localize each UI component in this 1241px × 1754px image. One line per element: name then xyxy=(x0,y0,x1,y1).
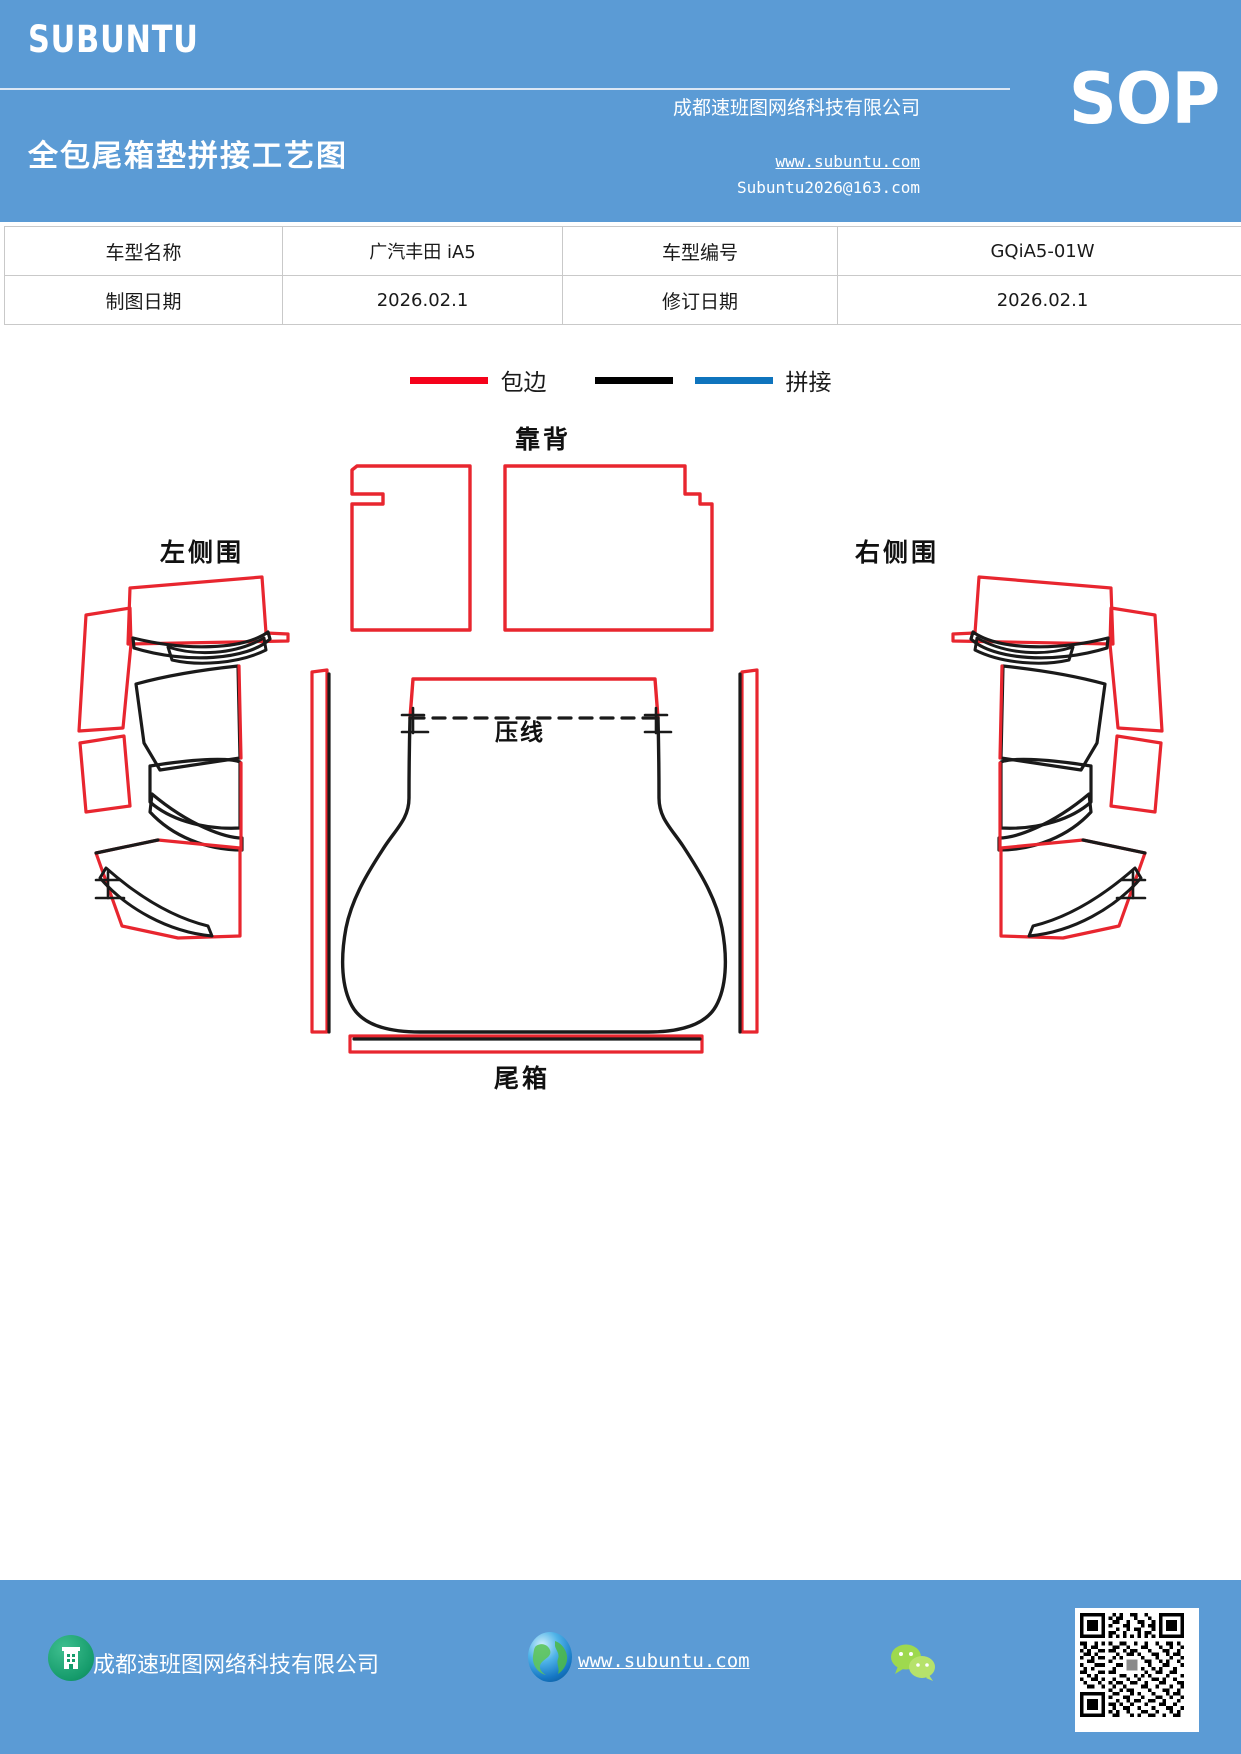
page-header: SUBUNTU 全包尾箱垫拼接工艺图 成都速班图网络科技有限公司 www.sub… xyxy=(0,0,1241,222)
left-piece-top xyxy=(126,575,290,646)
globe-glyph xyxy=(532,1641,568,1675)
vehicle-info-table: 车型名称 广汽丰田 iA5 车型编号 GQiA5-01W 制图日期 2026.0… xyxy=(4,226,1241,325)
label-model-code: 车型编号 xyxy=(562,226,838,276)
right-splice-tongue xyxy=(973,636,1075,665)
black-line-swatch-icon xyxy=(594,376,673,384)
blue-line-swatch-icon xyxy=(694,376,773,384)
left-bottom-splice xyxy=(94,838,160,855)
label-model-name: 车型名称 xyxy=(4,226,283,276)
center-left-strip xyxy=(310,668,331,1034)
left-piece-middle xyxy=(134,664,242,772)
right-edge-binding-1 xyxy=(998,664,1004,760)
left-side-assembly xyxy=(77,575,290,940)
trunk-stop-marker-right xyxy=(643,706,673,735)
legend-item-binding: 包边 xyxy=(409,363,547,397)
label-backrest: 靠背 xyxy=(515,425,572,454)
header-company-name: 成都速班图网络科技有限公司 xyxy=(672,97,920,119)
value-model-code: GQiA5-01W xyxy=(837,226,1241,276)
left-edge-binding-1 xyxy=(237,664,243,760)
legend-label-splice: 拼接 xyxy=(785,370,832,396)
label-right-side: 右侧围 xyxy=(855,538,940,567)
legend-label-binding: 包边 xyxy=(500,370,547,396)
right-piece-top xyxy=(951,575,1115,646)
trunk-floor-piece xyxy=(340,677,728,1034)
footer-company-name: 成都速班图网络科技有限公司 xyxy=(93,1653,380,1678)
right-stop-marker xyxy=(1115,870,1147,900)
right-piece-middle xyxy=(999,664,1107,772)
value-draw-date: 2026.02.1 xyxy=(282,275,563,325)
footer-website-link[interactable]: www.subuntu.com xyxy=(578,1650,750,1672)
header-email: Subuntu2026@163.com xyxy=(736,178,920,197)
left-splice-arc-1 xyxy=(131,630,272,660)
table-row: 车型名称 广汽丰田 iA5 车型编号 GQiA5-01W xyxy=(4,226,1241,276)
wechat-icon xyxy=(888,1642,940,1682)
label-left-side: 左侧围 xyxy=(160,538,245,567)
label-trunk: 尾箱 xyxy=(494,1064,551,1093)
diagram-svg xyxy=(77,464,1164,1054)
qr-code xyxy=(1075,1608,1199,1732)
building-glyph xyxy=(62,1647,80,1669)
backrest-right-panel xyxy=(503,464,714,632)
qr-code-glyph xyxy=(1080,1613,1184,1717)
left-piece-bottom xyxy=(94,838,242,940)
page-title: 全包尾箱垫拼接工艺图 xyxy=(28,139,348,174)
right-splice-arc-1 xyxy=(969,630,1110,660)
value-revision-date: 2026.02.1 xyxy=(837,275,1241,325)
label-revision-date: 修订日期 xyxy=(562,275,838,325)
label-press-line: 压线 xyxy=(495,720,545,746)
backrest-left-panel xyxy=(350,464,472,632)
technical-diagram xyxy=(0,398,1241,1118)
legend-item-splice: 拼接 xyxy=(594,363,832,397)
page-footer: 成都速班图网络科技有限公司 www.subuntu.com xyxy=(0,1580,1241,1754)
trunk-stop-marker-left xyxy=(400,706,430,735)
center-right-strip xyxy=(738,668,759,1034)
table-row: 制图日期 2026.02.1 修订日期 2026.02.1 xyxy=(4,275,1241,325)
wechat-glyph xyxy=(891,1644,935,1681)
building-icon xyxy=(48,1635,94,1681)
value-model-name: 广汽丰田 iA5 xyxy=(282,226,563,276)
right-piece-lower-wedge xyxy=(1109,734,1163,814)
globe-icon xyxy=(528,1632,572,1682)
legend: 包边 拼接 xyxy=(0,360,1241,400)
trunk-bottom-strip xyxy=(348,1034,704,1054)
left-piece-lower-wedge xyxy=(78,734,132,814)
right-bottom-splice xyxy=(1081,838,1147,855)
red-line-swatch-icon xyxy=(409,376,488,384)
header-website-link[interactable]: www.subuntu.com xyxy=(775,152,921,171)
left-piece-bottom-arc xyxy=(98,866,214,938)
right-piece-bottom-arc xyxy=(1027,866,1143,938)
left-piece-upper-wedge xyxy=(77,606,133,733)
brand-logo: SUBUNTU xyxy=(28,18,199,61)
left-splice-tongue xyxy=(166,636,268,665)
right-side-assembly xyxy=(951,575,1164,940)
header-divider xyxy=(0,88,1010,90)
right-piece-bottom xyxy=(999,838,1147,940)
label-draw-date: 制图日期 xyxy=(4,275,283,325)
left-stop-marker xyxy=(94,870,126,900)
sop-badge: SOP xyxy=(1068,58,1220,140)
right-piece-upper-wedge xyxy=(1108,606,1164,733)
